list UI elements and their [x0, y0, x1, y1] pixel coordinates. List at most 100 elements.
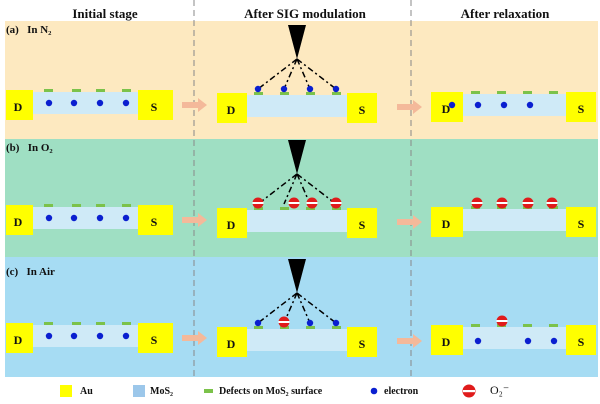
electron-n2-1-1: [70, 99, 78, 107]
source-air-2: [347, 327, 377, 357]
legend-au-label: Au: [80, 386, 93, 397]
panel-c-label: (c) In Air: [6, 266, 55, 278]
legend-defect-swatch: [204, 389, 213, 393]
defect-air-2-0: [254, 326, 263, 329]
drain-label-air-3: D: [442, 335, 451, 349]
source-label-o2-2: S: [359, 218, 366, 232]
source-n2-2: [347, 93, 377, 123]
field-line-o2-1: [283, 173, 298, 205]
field-line-n2-0: [257, 58, 298, 90]
o2-o2-3-1-bar: [496, 202, 508, 204]
defect-n2-1-1: [72, 89, 81, 92]
defect-n2-1-3: [122, 89, 131, 92]
source-label-n2-2: S: [359, 103, 366, 117]
o2-o2-3-2-bar: [522, 202, 534, 204]
drain-label-n2-2: D: [227, 103, 236, 117]
panel-o2: [5, 139, 598, 257]
electron-n2-1-3: [122, 99, 130, 107]
arrow-n2-2: [397, 100, 422, 114]
legend-mos2-swatch: [133, 385, 145, 397]
drain-o2-3: [431, 207, 463, 237]
drain-n2-1: [6, 90, 33, 120]
o2-air-2-0-bar: [278, 321, 290, 323]
source-label-air-3: S: [578, 335, 585, 349]
defect-n2-2-3: [332, 92, 341, 95]
o2-o2-3-0-bar: [471, 202, 483, 204]
electron-n2-3-3: [526, 101, 534, 109]
o2-o2-2-1-bar: [288, 202, 300, 204]
mos2-o2-2: [247, 210, 347, 232]
electron-air-1-3: [122, 332, 130, 340]
drain-label-o2-1: D: [14, 215, 23, 229]
arrow-air-2: [397, 334, 422, 348]
o2-o2-2-2-bar: [306, 202, 318, 204]
drain-air-2: [217, 327, 247, 357]
defect-air-3-2: [523, 324, 532, 327]
defect-o2-2-2: [306, 207, 315, 210]
arrow-o2-1: [182, 213, 207, 227]
source-n2-3: [566, 92, 596, 122]
source-n2-1: [138, 90, 173, 120]
electron-o2-1-1: [70, 214, 78, 222]
defect-air-1-0: [44, 322, 53, 325]
header-after-relaxation: After relaxation: [460, 6, 550, 21]
drain-n2-3: [431, 92, 463, 122]
drain-label-n2-1: D: [14, 100, 23, 114]
electron-n2-2-1: [280, 85, 288, 93]
defect-o2-2-3: [332, 207, 341, 210]
sig-tip-o2: [288, 140, 306, 174]
defect-air-1-1: [72, 322, 81, 325]
source-o2-1: [138, 205, 173, 235]
header-initial-stage: Initial stage: [72, 6, 138, 21]
electron-air-3-0: [474, 337, 482, 345]
legend-electron-label: electron: [384, 386, 419, 397]
drain-n2-2: [217, 93, 247, 123]
source-o2-3: [566, 207, 596, 237]
legend-mos2-label: MoS₂: [150, 386, 173, 397]
defect-n2-3-0: [471, 91, 480, 94]
field-line-air-1: [283, 292, 298, 324]
defect-o2-1-1: [72, 204, 81, 207]
electron-o2-1-3: [122, 214, 130, 222]
defect-air-1-3: [122, 322, 131, 325]
electron-n2-3-2: [500, 101, 508, 109]
source-air-1: [138, 323, 173, 353]
arrow-air-1: [182, 331, 207, 345]
source-o2-2: [347, 208, 377, 238]
electron-n2-3-0: [448, 101, 456, 109]
source-label-air-1: S: [151, 333, 158, 347]
field-line-o2-2: [296, 173, 311, 205]
source-label-air-2: S: [359, 337, 366, 351]
electron-air-2-1: [306, 319, 314, 327]
field-line-n2-2: [296, 58, 311, 90]
defect-n2-1-0: [44, 89, 53, 92]
o2-o2-2-0-bar: [252, 202, 264, 204]
sig-tip-air: [288, 259, 306, 293]
defect-n2-3-2: [523, 91, 532, 94]
electron-air-1-1: [70, 332, 78, 340]
panel-a-label: (a) In N₂: [6, 24, 52, 36]
o2-o2-3-3-bar: [546, 202, 558, 204]
defect-o2-1-2: [96, 204, 105, 207]
arrow-o2-2: [397, 215, 422, 229]
sig-tip-n2: [288, 25, 306, 59]
defect-n2-2-2: [306, 92, 315, 95]
field-line-n2-1: [283, 58, 298, 90]
defect-air-3-0: [471, 324, 480, 327]
electron-air-1-2: [96, 332, 104, 340]
drain-air-1: [6, 323, 33, 353]
drain-label-o2-3: D: [442, 217, 451, 231]
electron-n2-3-1: [474, 101, 482, 109]
field-line-o2-0: [257, 173, 298, 205]
defect-n2-3-1: [497, 91, 506, 94]
electron-air-2-2: [332, 319, 340, 327]
panel-b-label: (b) In O₂: [6, 142, 53, 154]
drain-o2-1: [6, 205, 33, 235]
defect-air-1-2: [96, 322, 105, 325]
mos2-n2-3: [463, 94, 566, 116]
field-line-air-0: [257, 292, 298, 324]
mos2-n2-1: [33, 92, 138, 114]
arrow-n2-1: [182, 98, 207, 112]
electron-o2-1-0: [45, 214, 53, 222]
